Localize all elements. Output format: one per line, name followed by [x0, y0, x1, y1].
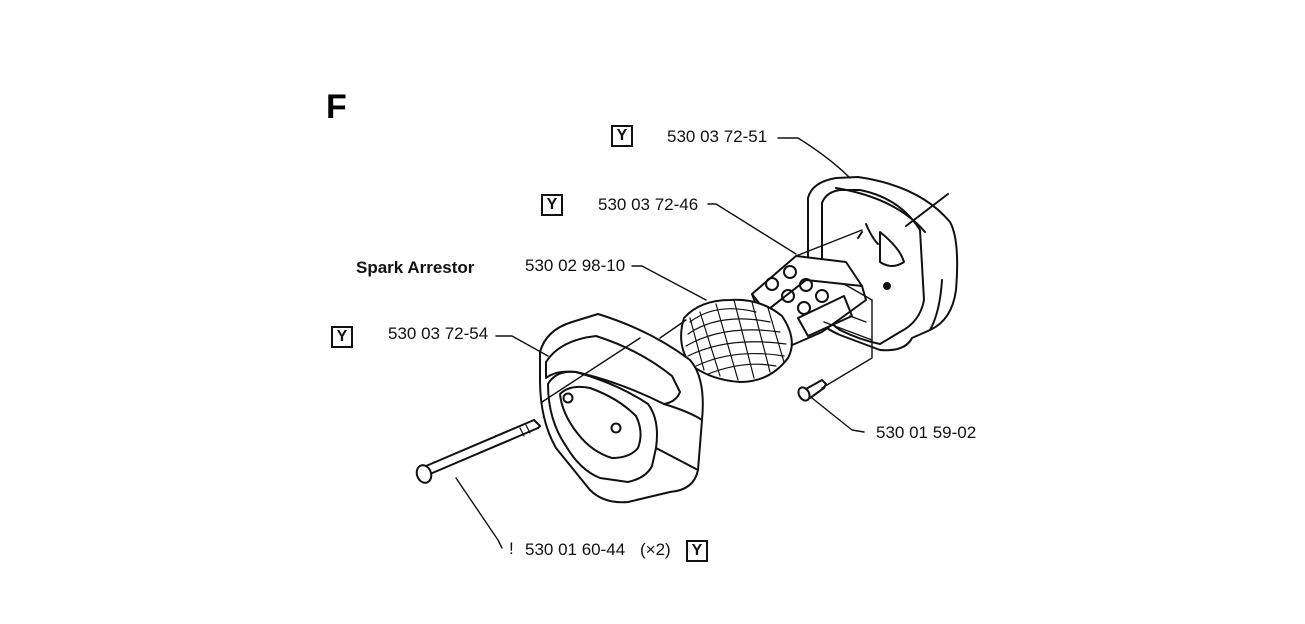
long-bolt [415, 419, 541, 484]
part-number-front-cover: 530 03 72-54 [388, 324, 489, 343]
figure-letter: F [326, 88, 347, 126]
y-marker-long-bolt: Y [686, 540, 708, 562]
y-marker-front-cover: Y [331, 326, 353, 348]
part-number-long-bolt: 530 01 60-44 [525, 540, 626, 559]
front-muffler-cover [539, 313, 704, 504]
spark-arrestor-screen [680, 298, 793, 383]
part-number-rear-cover: 530 03 72-51 [667, 127, 768, 146]
bolt-label-prefix: ! [509, 539, 514, 558]
bolt-quantity: (×2) [640, 540, 671, 559]
spark-arrestor-label: Spark Arrestor [356, 258, 475, 277]
part-number-spark-arrestor: 530 02 98-10 [525, 256, 626, 275]
part-number-baffle: 530 03 72-46 [598, 195, 699, 214]
leader-lines [455, 137, 873, 549]
small-screw [797, 379, 827, 402]
y-marker-baffle: Y [541, 194, 563, 216]
part-number-screw: 530 01 59-02 [876, 423, 977, 442]
y-marker-rear-cover: Y [611, 125, 633, 147]
